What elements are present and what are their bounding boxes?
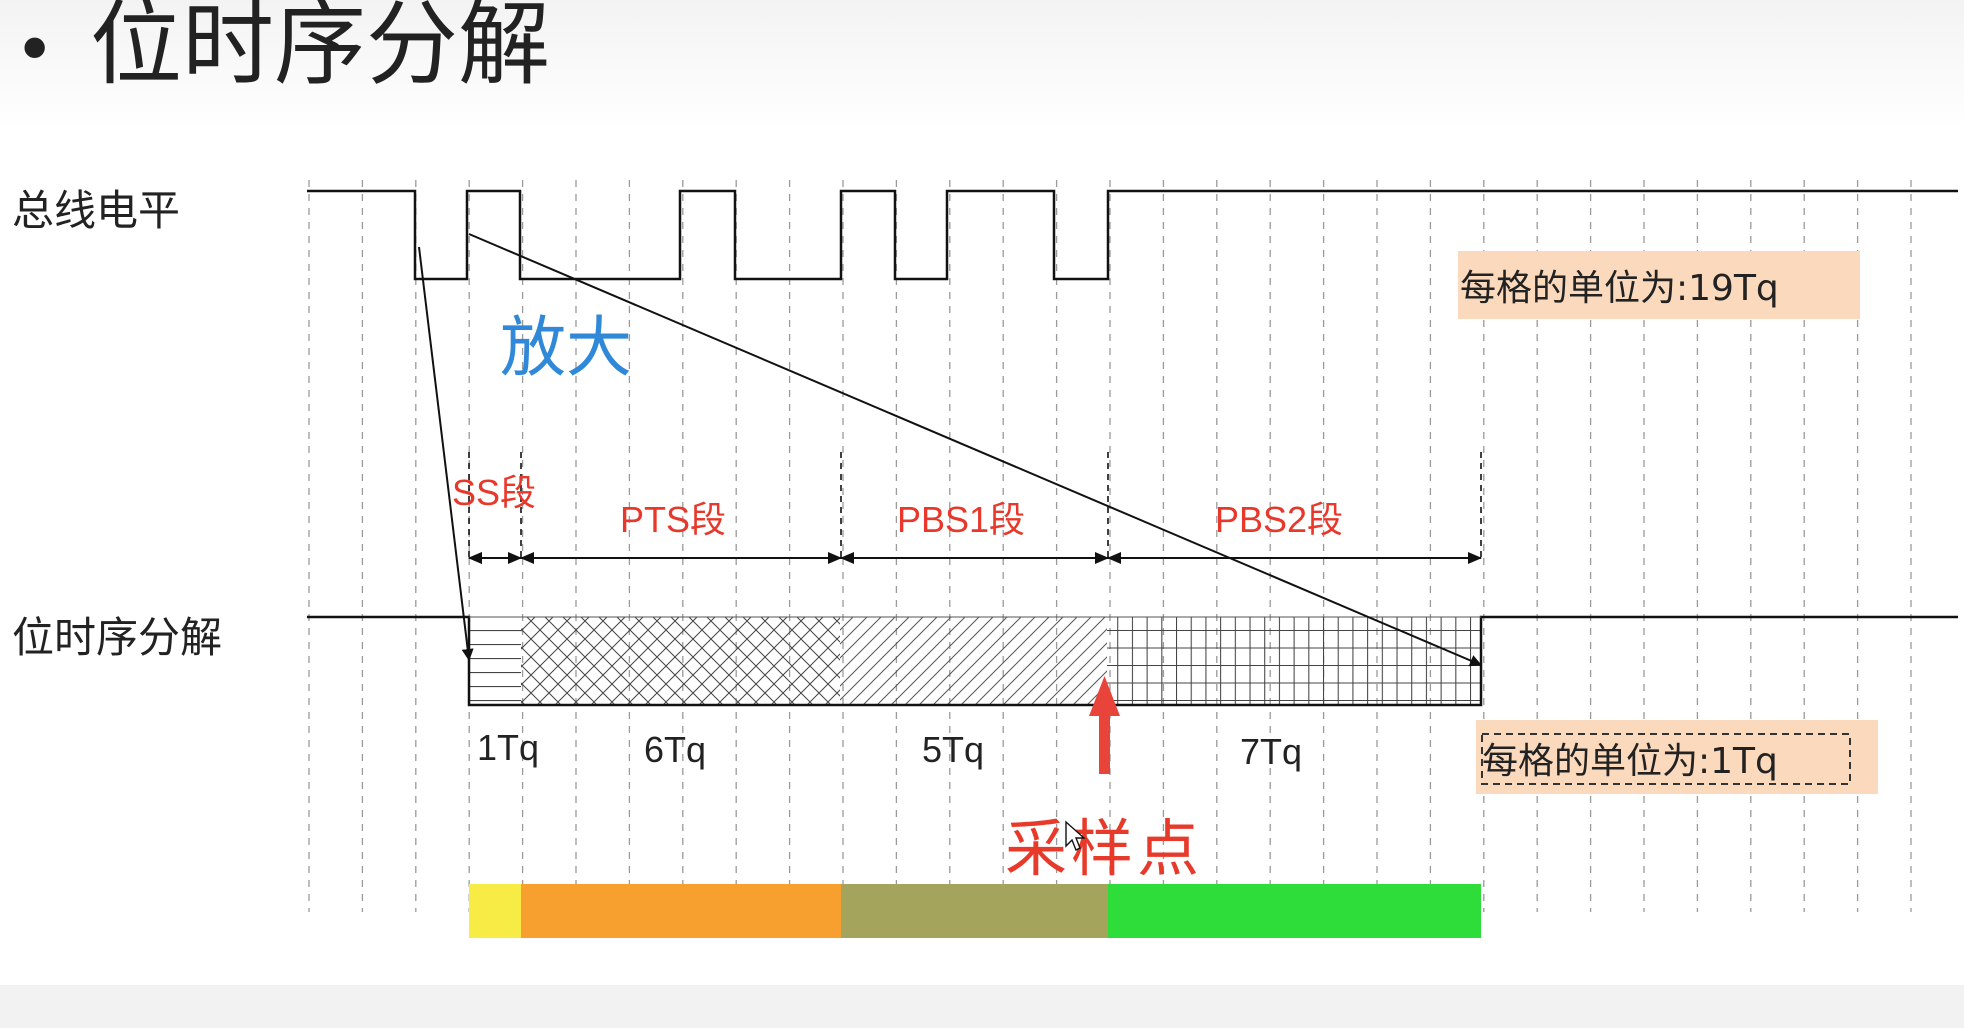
zoom-line-right	[468, 233, 1482, 667]
pts-segment-fill	[521, 617, 840, 705]
tq-label-pts: 6Tq	[644, 729, 706, 770]
sample-point-label: 采样点	[1005, 812, 1203, 885]
bus-level-label: 总线电平	[12, 187, 180, 234]
bullet: •	[14, 9, 56, 92]
bit-timing-waveform	[307, 615, 1958, 707]
zoom-label: 放大	[500, 309, 632, 386]
mouse-cursor-icon	[1065, 820, 1086, 851]
pbs1-segment-fill	[840, 617, 1107, 705]
ss-segment-fill	[469, 617, 521, 705]
zoom-line-left	[418, 246, 474, 661]
footer-band	[0, 985, 1964, 1028]
unit-box-top	[1458, 251, 1860, 319]
segment-color-bar	[469, 884, 1481, 938]
unit-box-bottom-dashed	[1481, 733, 1851, 785]
slide-title: • 位时序分解	[14, 0, 550, 98]
segment-label-pbs1: PBS1段	[897, 499, 1025, 540]
color-bar-segment	[521, 884, 841, 938]
unit-box-bottom	[1476, 720, 1878, 794]
tq-label-pbs1: 5Tq	[922, 729, 984, 770]
color-bar-segment	[469, 884, 521, 938]
slide-title-text: 位时序分解	[90, 0, 551, 98]
color-bar-segment	[1108, 884, 1481, 938]
sample-point-arrow	[1089, 676, 1120, 774]
unit-label-bottom: 每格的单位为:1Tq	[1482, 741, 1778, 782]
dashed-grid	[308, 180, 1912, 912]
unit-label-top: 每格的单位为:19Tq	[1460, 268, 1779, 309]
segment-label-ss: SS段	[452, 472, 536, 513]
segment-label-pts: PTS段	[620, 499, 726, 540]
tq-label-pbs2: 7Tq	[1240, 731, 1302, 772]
color-bar-segment	[841, 884, 1108, 938]
bus-level-waveform	[307, 189, 1958, 281]
segment-label-pbs2: PBS2段	[1215, 499, 1343, 540]
bit-timing-label: 位时序分解	[12, 614, 222, 661]
tq-label-ss: 1Tq	[477, 727, 539, 768]
pbs2-segment-fill	[1107, 617, 1481, 705]
